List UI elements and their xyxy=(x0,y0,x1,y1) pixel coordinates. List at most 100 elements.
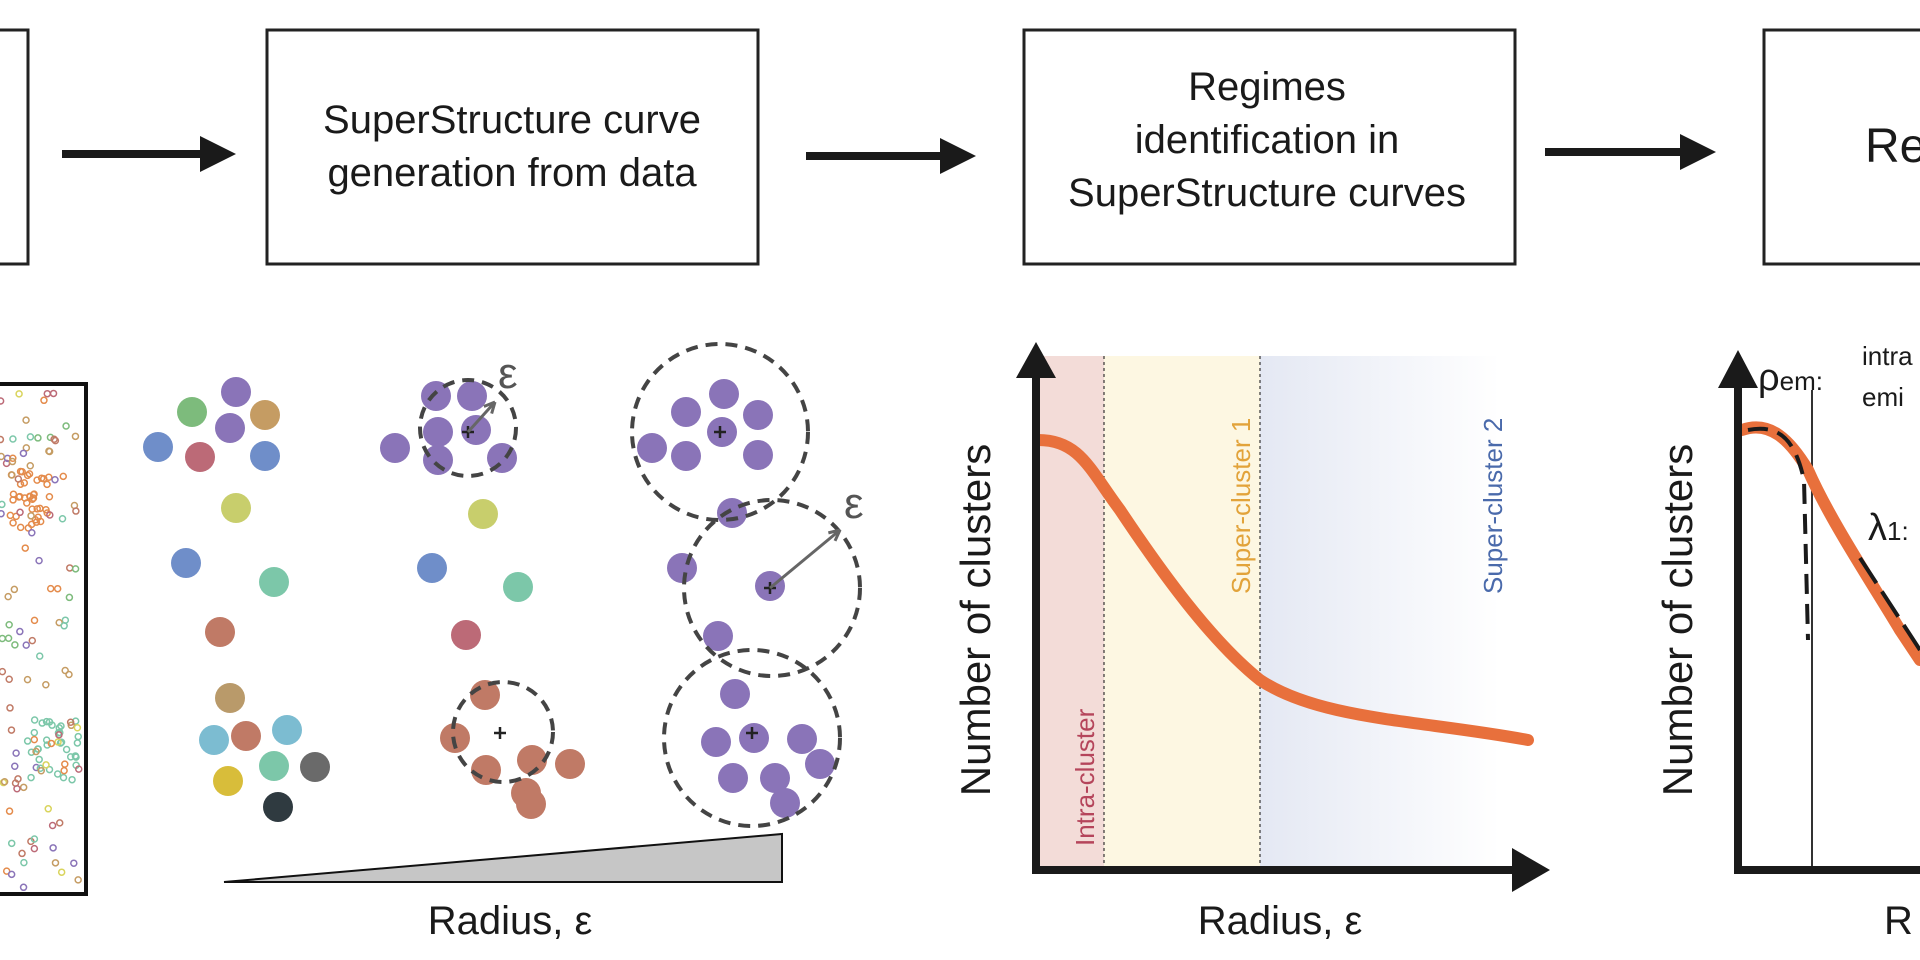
scatter-point xyxy=(72,507,80,515)
point xyxy=(259,567,289,597)
scatter-point xyxy=(23,675,32,684)
arrow-1 xyxy=(62,136,236,172)
regimes-x-label: Radius, ε xyxy=(1198,899,1363,943)
step-box-2: SuperStructure curve generation from dat… xyxy=(265,28,760,266)
region-label-super-cluster-1: Super-cluster 1 xyxy=(1226,418,1256,594)
scatter-point xyxy=(30,716,39,724)
scatter-point xyxy=(0,634,7,643)
epsilon-symbol-1: ε xyxy=(498,349,518,398)
region-super-cluster-1 xyxy=(1104,356,1260,870)
scatter-point xyxy=(19,783,28,792)
point xyxy=(743,440,773,470)
scatter-point xyxy=(7,726,16,734)
scatter-point xyxy=(71,565,80,573)
scatter-point xyxy=(65,593,74,602)
point xyxy=(213,766,243,796)
point xyxy=(743,400,773,430)
point xyxy=(423,417,453,447)
center-marker xyxy=(494,727,506,739)
point xyxy=(250,400,280,430)
scatter-point xyxy=(71,432,80,441)
scatter-point xyxy=(6,704,14,712)
point xyxy=(717,498,747,528)
scatter-point xyxy=(48,721,56,729)
scatter-point xyxy=(53,770,62,778)
fit-x-label-partial: R xyxy=(1884,899,1913,943)
scatter-point xyxy=(15,390,23,398)
scatter-point xyxy=(7,839,16,848)
scatter-point xyxy=(47,739,56,748)
step-box-1 xyxy=(0,28,30,266)
scatter-point xyxy=(26,433,35,441)
scatter-point xyxy=(74,732,82,741)
radius-arrow xyxy=(466,400,497,434)
scatter-point xyxy=(66,718,75,726)
scatter-point xyxy=(50,435,58,444)
point xyxy=(263,792,293,822)
point xyxy=(231,721,261,751)
fit-plot: Number of clusters R ρem: intra emi λ1: xyxy=(1654,341,1920,943)
scatter-point xyxy=(22,444,31,452)
scatter-point xyxy=(74,876,82,884)
scatter-point xyxy=(60,766,68,775)
scatter-point xyxy=(60,622,68,630)
scatter-point xyxy=(16,627,24,636)
scatter-point xyxy=(0,452,5,461)
point xyxy=(250,441,280,471)
scatter-point xyxy=(23,737,32,745)
scatter-point xyxy=(6,511,15,520)
scatter-point xyxy=(43,741,51,749)
x-axis-arrowhead xyxy=(1512,848,1550,892)
point xyxy=(421,381,451,411)
scatter-point xyxy=(71,717,80,725)
scatter-point xyxy=(66,753,75,761)
scatter-point xyxy=(58,514,67,523)
epsilon-label-1: ε xyxy=(498,349,518,398)
superstructure-curve xyxy=(1032,434,1534,746)
scatter-point xyxy=(55,819,64,827)
point xyxy=(185,442,215,472)
radius-circle-small-1 xyxy=(418,378,518,478)
scatter-point xyxy=(24,524,33,532)
scatter-point xyxy=(9,490,18,498)
scatter-point xyxy=(4,634,13,642)
epsilon-label-2: ε xyxy=(844,479,864,528)
scatter-point xyxy=(8,471,16,479)
scatter-point xyxy=(30,616,39,625)
point xyxy=(770,788,800,818)
scatter-point xyxy=(55,618,63,627)
scatter-point xyxy=(45,492,54,501)
scatter-point xyxy=(45,765,54,774)
scatter-point xyxy=(12,749,20,757)
scatter-point xyxy=(22,641,30,649)
scatter-point xyxy=(35,755,43,764)
scatter-point xyxy=(67,721,76,730)
scatter-point xyxy=(26,462,35,470)
fit-lambda-line xyxy=(1858,556,1920,652)
radius-arrowhead xyxy=(483,400,497,414)
fit-y-axis-arrowhead xyxy=(1718,350,1758,388)
scatter-point xyxy=(42,681,50,689)
scatter-point xyxy=(30,735,39,744)
scatter-point xyxy=(25,470,34,478)
scatter-point xyxy=(14,475,23,483)
scatter-point xyxy=(9,454,17,463)
step-box-3-line-2: identification in xyxy=(1135,118,1400,162)
step-box-2-line-2: generation from data xyxy=(327,151,697,195)
scatter-point xyxy=(34,434,42,442)
scatter-point xyxy=(42,761,50,769)
point xyxy=(787,724,817,754)
radius-arrowhead xyxy=(827,528,842,542)
radius-circle-large-2 xyxy=(682,498,862,678)
region-label-super-cluster-2: Super-cluster 2 xyxy=(1478,418,1508,594)
scatter-point xyxy=(62,745,71,754)
center-marker xyxy=(714,426,726,438)
scatter-point xyxy=(44,805,52,813)
scatter-point xyxy=(55,731,63,739)
scatter-point xyxy=(7,870,16,879)
scatter-point xyxy=(43,480,51,489)
scatter-point xyxy=(11,641,19,649)
scatter-point xyxy=(31,516,40,524)
radius-circle-small-2 xyxy=(451,680,555,784)
radius-circle-large-1 xyxy=(630,342,810,522)
